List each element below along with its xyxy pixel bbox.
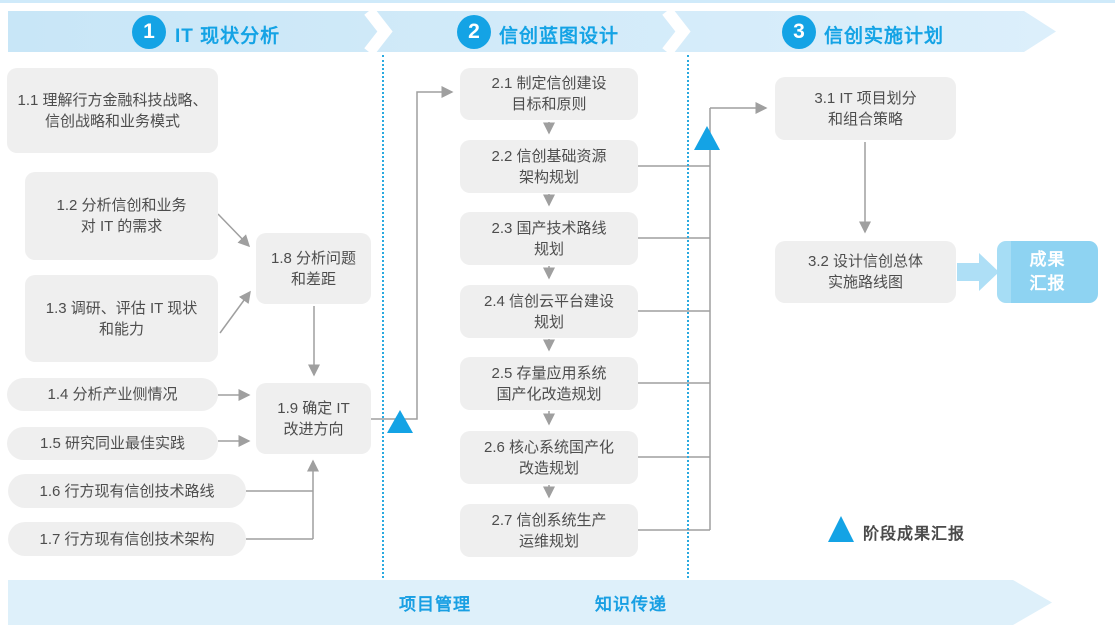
step-2-2-box: 2.2 信创基础资源 架构规划 [460, 140, 638, 193]
milestone-triangle-icon [694, 126, 720, 150]
step-1-7-box: 1.7 行方现有信创技术架构 [8, 522, 246, 556]
step-2-3-box: 2.3 国产技术路线 规划 [460, 212, 638, 265]
bottom-process-band [8, 580, 1052, 625]
step-3-2-box: 3.2 设计信创总体 实施路线图 [775, 241, 956, 303]
step-2-4-box: 2.4 信创云平台建设 规划 [460, 285, 638, 338]
phase-number: 3 [793, 20, 805, 43]
chevron-separator-icon [662, 7, 691, 56]
phase-3-title: 信创实施计划 [824, 26, 945, 47]
phase-number: 2 [468, 20, 480, 43]
legend-triangle-icon [828, 516, 854, 542]
step-3-1-box: 3.1 IT 项目划分 和组合策略 [775, 77, 956, 140]
connector-lines [217, 86, 871, 540]
phase-2-title: 信创蓝图设计 [499, 26, 620, 47]
phase-number: 1 [143, 20, 155, 43]
top-border-strip [0, 0, 1115, 3]
arrow-1-2-to-1-8 [217, 213, 251, 248]
step-1-3-box: 1.3 调研、评估 IT 现状 和能力 [25, 275, 218, 362]
arrow-1-3-to-1-8 [219, 290, 251, 334]
bottom-band-label-project-management: 项目管理 [399, 595, 471, 614]
step-1-6-box: 1.6 行方现有信创技术路线 [8, 474, 246, 508]
phase-separator-dotted-line [382, 55, 384, 578]
phase-2-number-badge: 2 [457, 15, 491, 49]
phase-separator-dotted-line [687, 55, 689, 578]
step-1-1-box: 1.1 理解行方金融科技战略、 信创战略和业务模式 [7, 68, 218, 153]
phase-1-title: IT 现状分析 [175, 26, 281, 47]
step-2-7-box: 2.7 信创系统生产 运维规划 [460, 504, 638, 557]
step-2-5-box: 2.5 存量应用系统 国产化改造规划 [460, 357, 638, 410]
step-1-9-box: 1.9 确定 IT 改进方向 [256, 383, 371, 454]
step-2-1-box: 2.1 制定信创建设 目标和原则 [460, 68, 638, 120]
bottom-band-label-knowledge-transfer: 知识传递 [595, 595, 667, 614]
final-deliverable-box: 成果 汇报 [997, 241, 1098, 303]
fat-arrow-icon [957, 253, 999, 291]
milestone-triangle-icon [387, 410, 413, 433]
phase-1-number-badge: 1 [132, 15, 166, 49]
step-1-2-box: 1.2 分析信创和业务 对 IT 的需求 [25, 172, 218, 260]
phase-3-number-badge: 3 [782, 15, 816, 49]
chevron-separator-icon [364, 7, 393, 56]
arrow-1-9-to-2-1 [371, 86, 454, 420]
step-1-8-box: 1.8 分析问题 和差距 [256, 233, 371, 304]
legend-label: 阶段成果汇报 [863, 526, 966, 543]
step-1-4-box: 1.4 分析产业侧情况 [7, 378, 218, 411]
step-1-5-box: 1.5 研究同业最佳实践 [7, 427, 218, 460]
step-2-6-box: 2.6 核心系统国产化 改造规划 [460, 431, 638, 484]
